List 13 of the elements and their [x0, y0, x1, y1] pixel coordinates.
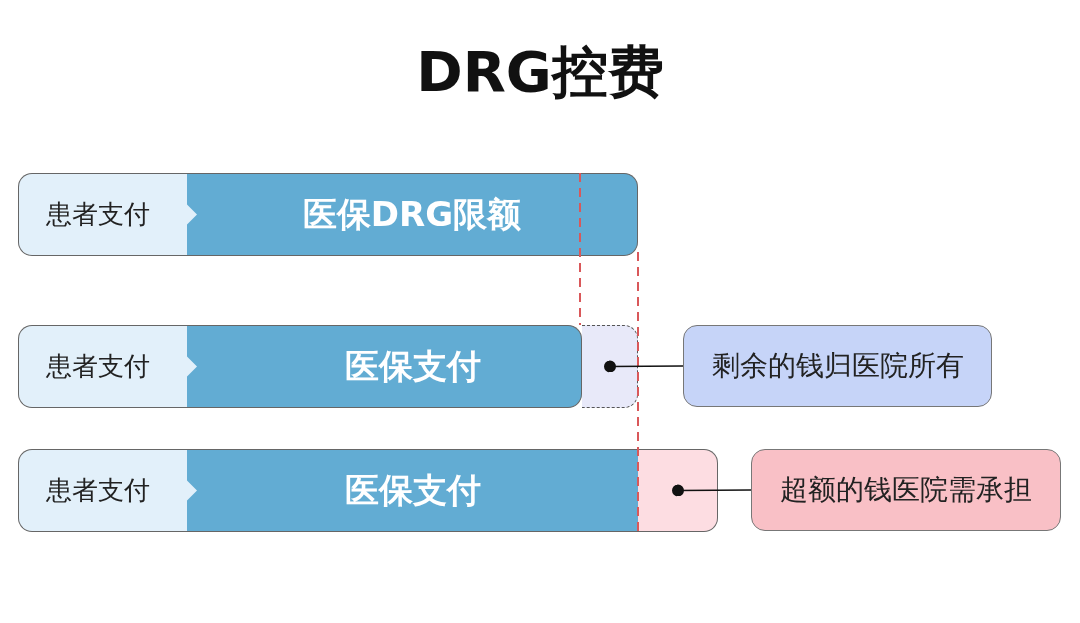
leader-line	[672, 484, 752, 497]
bar-segment: 患者支付	[18, 449, 197, 532]
bar-segment: 医保支付	[187, 449, 638, 532]
callout-box: 超额的钱医院需承担	[751, 449, 1061, 531]
bar-segment: 患者支付	[18, 173, 197, 256]
bar-segment	[638, 449, 718, 532]
bar-segment: 医保支付	[187, 325, 582, 408]
leader-line	[604, 360, 684, 373]
bar-segment: 患者支付	[18, 325, 197, 408]
callout-box: 剩余的钱归医院所有	[683, 325, 992, 407]
title: DRG控费	[416, 38, 664, 106]
dashed-segment	[582, 325, 638, 408]
bar-segment: 医保DRG限额	[187, 173, 638, 256]
